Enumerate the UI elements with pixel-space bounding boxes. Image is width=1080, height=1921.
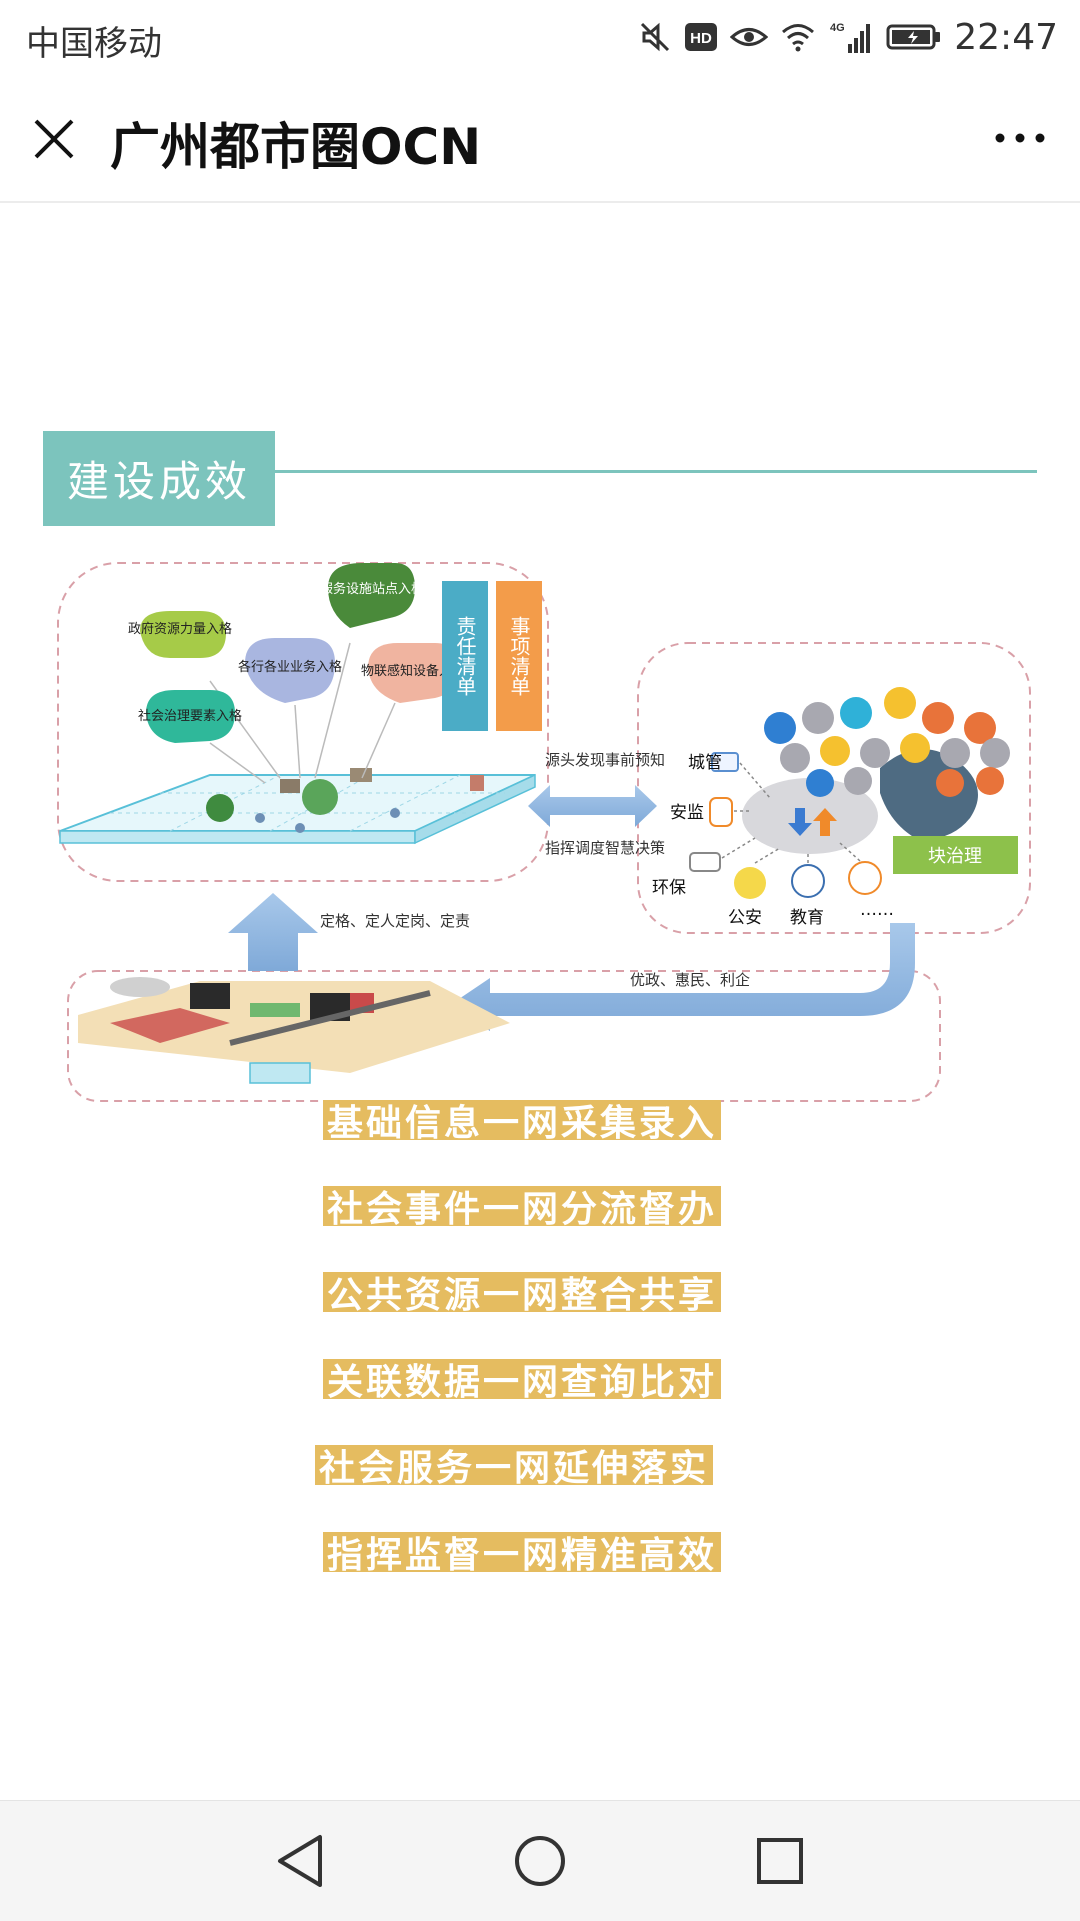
- balloon-label: 社会治理要素入格: [138, 708, 242, 724]
- status-bar: 中国移动 HD: [0, 0, 1080, 75]
- city-base-illustration: [78, 977, 510, 1084]
- close-icon: [34, 119, 74, 159]
- dept-label: 安监: [670, 803, 704, 823]
- bidirectional-arrow: [528, 785, 657, 827]
- source-discovery-label: 源头发现事前预知: [545, 751, 665, 769]
- block-governance-cluster: [689, 687, 1010, 899]
- status-time: 22:47: [954, 16, 1058, 58]
- block-governance-label: 块治理: [928, 846, 982, 867]
- hd-icon: HD: [684, 22, 718, 52]
- section-title: 建设成效: [43, 431, 275, 526]
- dept-label: 公安: [728, 908, 762, 928]
- balloon-government-resources: [140, 611, 226, 658]
- dept-label: 城管: [688, 753, 722, 773]
- dept-label: ……: [860, 900, 894, 920]
- mute-icon: [638, 20, 672, 54]
- close-button[interactable]: [26, 111, 82, 167]
- balloon-industries: [245, 638, 335, 703]
- balloon-label: 服务设施站点入格: [320, 581, 424, 597]
- balloon-iot-devices: [368, 643, 458, 703]
- lower-left-label: 定格、定人定岗、定责: [320, 912, 470, 930]
- responsibility-list-box: [442, 581, 488, 731]
- balloon-label: 物联感知设备入格: [361, 663, 465, 679]
- recent-square-icon: [757, 1838, 803, 1884]
- battery-icon: [886, 23, 942, 51]
- command-dispatch-label: 指挥调度智慧决策: [545, 839, 665, 857]
- system-nav-bar: [0, 1800, 1080, 1921]
- more-button[interactable]: [990, 113, 1050, 163]
- section-divider: [275, 470, 1037, 473]
- home-circle-icon: [515, 1836, 565, 1886]
- app-header: 广州都市圈OCN: [0, 75, 1080, 203]
- status-icons: HD 4G: [638, 12, 1058, 62]
- item-list-box: [496, 581, 542, 731]
- result-tag-1: 基础信息一网采集录入: [323, 1100, 722, 1144]
- wifi-icon: [780, 22, 816, 52]
- result-tag-2: 社会事件一网分流督办: [323, 1186, 722, 1230]
- grid-box-outline: [57, 562, 549, 882]
- grid-balloons: 政府资源力量入格 各行各业业务入格 服务设施站点入格 物联感知设备入格 社会治理…: [128, 563, 465, 784]
- block-governance-box-outline: [637, 642, 1031, 934]
- balloon-social-governance: [146, 690, 235, 743]
- construction-results-diagram: 政府资源力量入格 各行各业业务入格 服务设施站点入格 物联感知设备入格 社会治理…: [57, 562, 1031, 1102]
- more-icon: [995, 133, 1045, 143]
- responsibility-list-label: 责任清单: [453, 616, 477, 696]
- return-arrow: [450, 923, 915, 1031]
- back-triangle-icon: [278, 1835, 322, 1887]
- balloon-service-facilities: [328, 563, 415, 628]
- up-arrow: [228, 893, 318, 971]
- grid-platform: [59, 768, 536, 845]
- nav-back-button[interactable]: [265, 1826, 335, 1896]
- page-title: 广州都市圈OCN: [110, 118, 482, 176]
- network-type: 4G: [830, 22, 845, 34]
- article-content: 建设成效: [0, 203, 1080, 1800]
- result-tag-5: 社会服务一网延伸落实: [315, 1445, 714, 1489]
- result-tag-6: 指挥监督一网精准高效: [323, 1532, 722, 1576]
- hd-badge-text: HD: [690, 30, 712, 47]
- result-tag-3: 公共资源一网整合共享: [323, 1272, 722, 1316]
- balloon-label: 政府资源力量入格: [128, 621, 232, 637]
- result-tag-4: 关联数据一网查询比对: [323, 1359, 722, 1403]
- dept-label: 教育: [790, 908, 824, 928]
- balloon-label: 各行各业业务入格: [238, 659, 342, 675]
- nav-recent-button[interactable]: [745, 1826, 815, 1896]
- item-list-label: 事项清单: [507, 616, 531, 696]
- carrier-name: 中国移动: [26, 24, 162, 64]
- block-governance-badge: [893, 836, 1018, 874]
- city-base-box-outline: [67, 970, 941, 1102]
- nav-home-button[interactable]: [505, 1826, 575, 1896]
- eye-icon: [730, 24, 769, 50]
- bottom-arrow-label: 优政、惠民、利企: [630, 971, 750, 989]
- signal-icon: 4G: [828, 20, 874, 54]
- dept-label: 环保: [652, 878, 686, 898]
